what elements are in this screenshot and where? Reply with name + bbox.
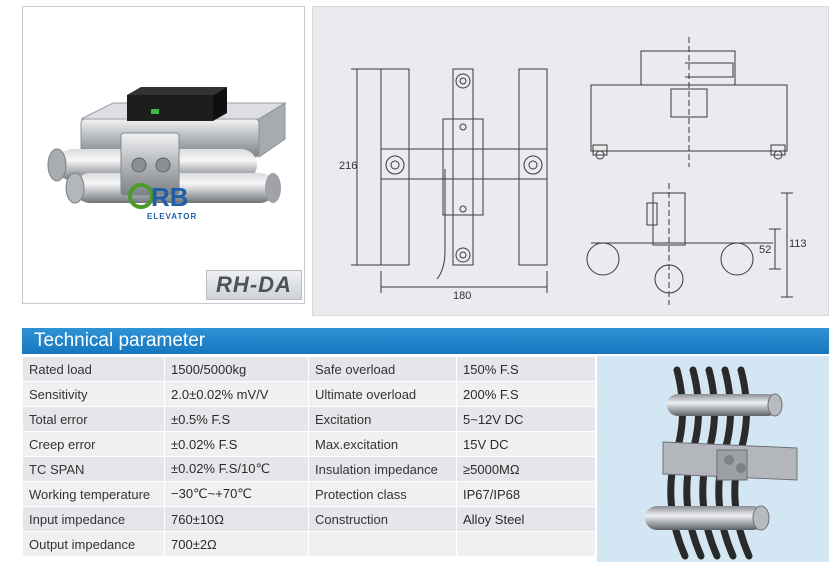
spec-value: 200% F.S [456, 381, 596, 407]
center-bar [452, 68, 474, 266]
spec-value: 1500/5000kg [164, 356, 309, 382]
spec-key: Creep error [22, 431, 165, 457]
spec-value: 700±2Ω [164, 531, 309, 557]
spec-key: Total error [22, 406, 165, 432]
table-row: Rated load 1500/5000kg Safe overload 150… [22, 356, 596, 382]
table-row: Sensitivity 2.0±0.02% mV/V Ultimate over… [22, 381, 596, 407]
spec-key: Working temperature [22, 481, 165, 507]
orb-elevator-logo: RB ELEVATOR [128, 182, 197, 221]
spec-value: 15V DC [456, 431, 596, 457]
spec-key [308, 531, 457, 557]
installation-illustration [597, 356, 829, 562]
spec-key: Excitation [308, 406, 457, 432]
spec-key: Protection class [308, 481, 457, 507]
dim-height-label: 216 [339, 160, 357, 172]
spec-value: ±0.02% F.S/10℃ [164, 456, 309, 482]
table-row: Output impedance 700±2Ω [22, 531, 596, 557]
spec-key: Sensitivity [22, 381, 165, 407]
cross-beam [380, 148, 548, 180]
table-row: Input impedance 760±10Ω Construction All… [22, 506, 596, 532]
logo-tagline: ELEVATOR [147, 212, 197, 221]
spec-value: ±0.5% F.S [164, 406, 309, 432]
spec-value [456, 531, 596, 557]
spec-key: Output impedance [22, 531, 165, 557]
spec-value: 2.0±0.02% mV/V [164, 381, 309, 407]
dim-width-label: 180 [453, 290, 471, 302]
left-upright [380, 68, 410, 266]
load-cell-product-illustration: RB ELEVATOR [47, 87, 287, 221]
table-row: TC SPAN ±0.02% F.S/10℃ Insulation impeda… [22, 456, 596, 482]
spec-key: Rated load [22, 356, 165, 382]
dim-small-label: 52 [759, 244, 771, 256]
spec-value: 150% F.S [456, 356, 596, 382]
spec-value: 5~12V DC [456, 406, 596, 432]
spec-value: −30℃~+70℃ [164, 481, 309, 507]
section-title: Technical parameter [22, 328, 829, 354]
spec-table: Rated load 1500/5000kg Safe overload 150… [22, 356, 596, 557]
logo-text: RB [151, 182, 189, 212]
product-photo-panel: RB ELEVATOR RH-DA [22, 6, 305, 304]
dimension-drawing: 216 180 52 113 [339, 37, 807, 305]
spec-key: Insulation impedance [308, 456, 457, 482]
spec-key: Ultimate overload [308, 381, 457, 407]
spec-value: ±0.02% F.S [164, 431, 309, 457]
side-rod-left [586, 242, 620, 276]
spec-key: Safe overload [308, 356, 457, 382]
spec-value: 760±10Ω [164, 506, 309, 532]
technical-drawing-panel: 216 180 52 113 [312, 6, 829, 316]
model-tag: RH-DA [206, 270, 302, 300]
right-upright [518, 68, 548, 266]
spec-key: Input impedance [22, 506, 165, 532]
side-rod-right [720, 242, 754, 276]
table-row: Creep error ±0.02% F.S Max.excitation 15… [22, 431, 596, 457]
spec-value: Alloy Steel [456, 506, 596, 532]
table-row: Working temperature −30℃~+70℃ Protection… [22, 481, 596, 507]
spec-key: Max.excitation [308, 431, 457, 457]
spec-value: IP67/IP68 [456, 481, 596, 507]
spec-value: ≥5000MΩ [456, 456, 596, 482]
installation-photo-panel [597, 356, 829, 562]
dim-total-label: 113 [789, 238, 807, 250]
table-row: Total error ±0.5% F.S Excitation 5~12V D… [22, 406, 596, 432]
spec-key: Construction [308, 506, 457, 532]
spec-key: TC SPAN [22, 456, 165, 482]
